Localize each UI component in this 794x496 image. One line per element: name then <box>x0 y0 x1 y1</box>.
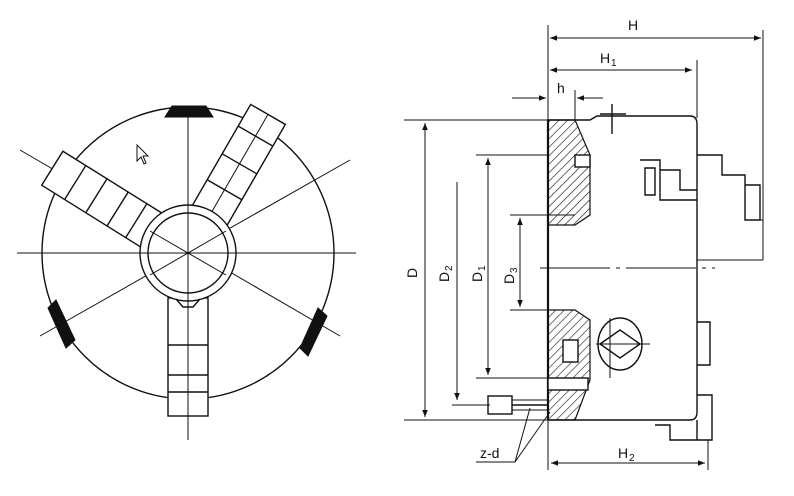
label-D: D <box>404 268 420 278</box>
jaw-bottom <box>167 297 209 440</box>
label-H1: H <box>600 50 610 66</box>
jaw-upper-right <box>40 150 164 249</box>
label-H2: H <box>618 445 628 461</box>
front-view <box>17 103 356 440</box>
label-D3-sub: 3 <box>509 267 520 273</box>
jaw-upper-left <box>190 103 287 228</box>
label-D2-sub: 2 <box>444 265 455 271</box>
lower-hatch-section <box>547 309 591 421</box>
chuck-body-side <box>547 115 698 421</box>
label-D2: D <box>436 272 452 282</box>
label-zd: z-d <box>480 445 499 461</box>
upper-jaw-side <box>697 154 761 221</box>
label-H2-sub: 2 <box>629 453 635 464</box>
right-key-slot <box>299 307 328 357</box>
upper-hatch-section <box>547 119 591 226</box>
label-D1: D <box>469 272 485 282</box>
label-H1-sub: 1 <box>611 58 617 69</box>
label-D1-sub: 1 <box>477 265 488 271</box>
side-view <box>404 25 764 470</box>
label-h: h <box>557 80 565 96</box>
top-key-slot <box>164 105 214 118</box>
label-H: H <box>628 17 638 33</box>
label-D3: D <box>501 274 517 284</box>
mounting-bolt <box>487 395 513 415</box>
mouse-pointer-icon <box>136 143 150 165</box>
